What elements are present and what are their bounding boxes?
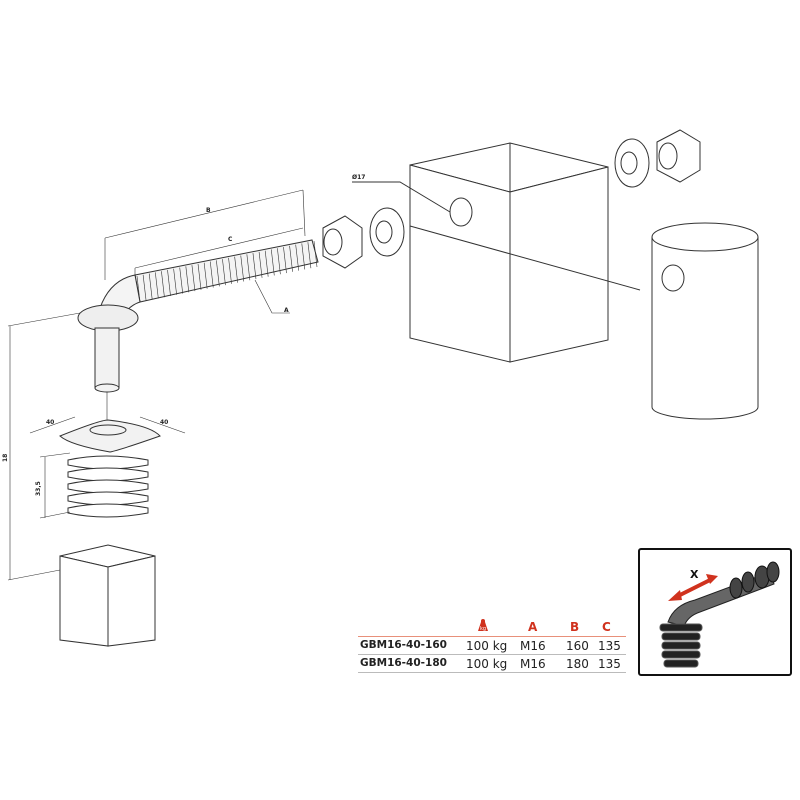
thread-line — [270, 249, 275, 276]
adjustment-label: X — [690, 568, 699, 581]
plate-width-label-1: 40 — [46, 419, 54, 426]
load: 100 kg — [466, 657, 508, 671]
cap-plate — [59, 419, 161, 453]
nut — [322, 215, 363, 269]
thread-line — [234, 256, 238, 283]
thread-line — [203, 262, 208, 289]
insert-rib — [67, 479, 149, 494]
thread-line — [209, 261, 214, 288]
product-code: GBM16-40-160 — [360, 639, 447, 651]
thread-line — [252, 253, 257, 280]
thread-line — [216, 260, 220, 287]
washer-2 — [614, 138, 650, 188]
dim-c-label: C — [228, 236, 233, 243]
nut-2 — [656, 129, 701, 183]
adjustment-inset: X — [638, 548, 792, 676]
insert-rib — [67, 503, 149, 518]
thread-line — [167, 269, 171, 296]
value-b: 160 — [566, 639, 589, 653]
header-b: B — [570, 620, 580, 634]
plate-width-label-2: 40 — [160, 419, 168, 426]
ribbed-insert — [67, 455, 149, 518]
thread-line — [161, 271, 165, 298]
header-a: A — [528, 620, 538, 634]
square-tube — [409, 142, 609, 363]
header-c: C — [602, 620, 611, 634]
thread-line — [307, 242, 312, 269]
insert-rib — [67, 455, 149, 470]
spec-table: kg A B C GBM16-40-160 100 kg M16 160 135… — [358, 618, 626, 673]
thread-line — [289, 245, 293, 272]
lower-square-tube — [59, 544, 156, 647]
thread-line — [148, 273, 153, 300]
round-tube — [651, 222, 759, 420]
load: 100 kg — [466, 639, 508, 653]
thread-line — [264, 250, 269, 277]
thread-line — [258, 251, 263, 278]
thread-line — [228, 257, 232, 284]
dim-a-label: A — [284, 307, 289, 314]
thread-line — [246, 254, 251, 281]
thread-line — [173, 268, 177, 295]
thread-line — [222, 259, 226, 286]
value-a: M16 — [520, 657, 546, 671]
value-c: 135 — [598, 639, 621, 653]
value-c: 135 — [598, 657, 621, 671]
thread-line — [240, 255, 245, 282]
table-row: GBM16-40-180 100 kg M16 180 135 — [358, 655, 626, 673]
value-a: M16 — [520, 639, 546, 653]
thread-line — [283, 247, 287, 274]
insert-rib — [67, 491, 149, 506]
thread-line — [277, 248, 281, 275]
spec-table-header: kg A B C — [358, 618, 626, 637]
insert-height-label: 33,5 — [35, 481, 42, 496]
thread-line — [301, 243, 306, 270]
thread-line — [179, 267, 184, 294]
thread-line — [313, 240, 318, 268]
thread-line — [155, 272, 159, 299]
thread-line — [185, 266, 190, 293]
table-row: GBM16-40-160 100 kg M16 160 135 — [358, 637, 626, 655]
thread-line — [191, 265, 196, 292]
threaded-rod — [134, 239, 319, 303]
dim-b-label: B — [206, 207, 211, 214]
weight-kg-icon: kg — [476, 618, 490, 635]
thread-line — [142, 274, 147, 301]
value-b: 180 — [566, 657, 589, 671]
total-length-label: 18 — [2, 454, 9, 462]
hinge-eye — [77, 274, 141, 393]
insert-rib — [67, 467, 149, 482]
hole-diameter-label: Ø17 — [352, 174, 365, 181]
thread-line — [295, 244, 299, 271]
washer — [369, 207, 405, 257]
product-code: GBM16-40-180 — [360, 657, 447, 669]
thread-line — [197, 263, 202, 290]
svg-text:kg: kg — [480, 626, 486, 632]
